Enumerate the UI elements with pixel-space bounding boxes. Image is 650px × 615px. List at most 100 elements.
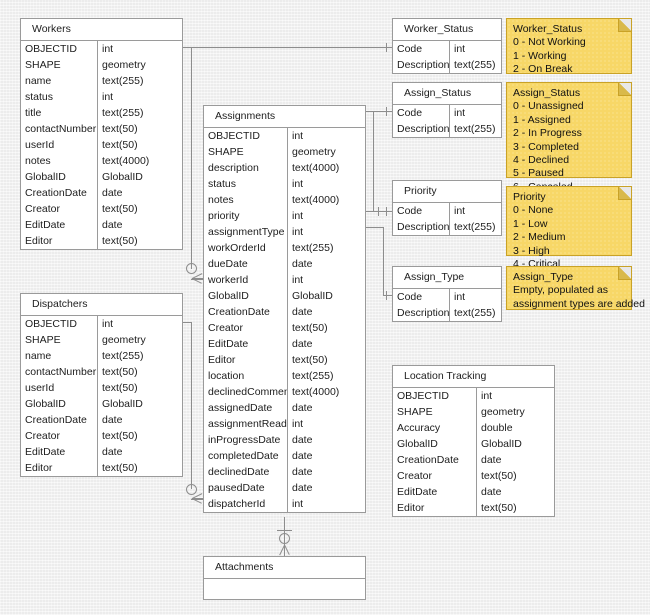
field-name: Accuracy	[393, 420, 477, 436]
field-type: GlobalID	[102, 398, 143, 410]
field-type: date	[481, 454, 502, 466]
page-fold-icon	[618, 187, 631, 200]
field-type: text(255)	[454, 221, 496, 233]
connector-tick-priority-a	[378, 207, 379, 216]
table-row[interactable]: title text(255)	[21, 105, 182, 121]
field-name: title	[21, 105, 98, 121]
field-type: int	[454, 205, 466, 217]
entity-title-worker_status: Worker_Status	[393, 19, 501, 41]
entity-attachments[interactable]: Attachments	[203, 556, 366, 600]
field-type: text(255)	[102, 107, 144, 119]
connector-workers-workerstatus-seg3	[290, 47, 392, 48]
connector-tick-workerstatus	[386, 43, 387, 52]
connector-assignstatus-drop	[373, 111, 374, 211]
field-type: int	[454, 43, 466, 55]
field-name: Code	[393, 105, 450, 121]
sticky-note-line: 2 - On Break	[513, 63, 573, 76]
connector-assignments-assignstatus	[366, 111, 392, 112]
field-name: contactNumber	[21, 364, 98, 380]
field-type: text(50)	[102, 123, 138, 135]
field-type: geometry	[102, 59, 146, 71]
connector-dispatchers-assignments-vert	[191, 322, 192, 489]
field-name: Creator	[21, 428, 98, 444]
field-type: date	[292, 482, 313, 494]
